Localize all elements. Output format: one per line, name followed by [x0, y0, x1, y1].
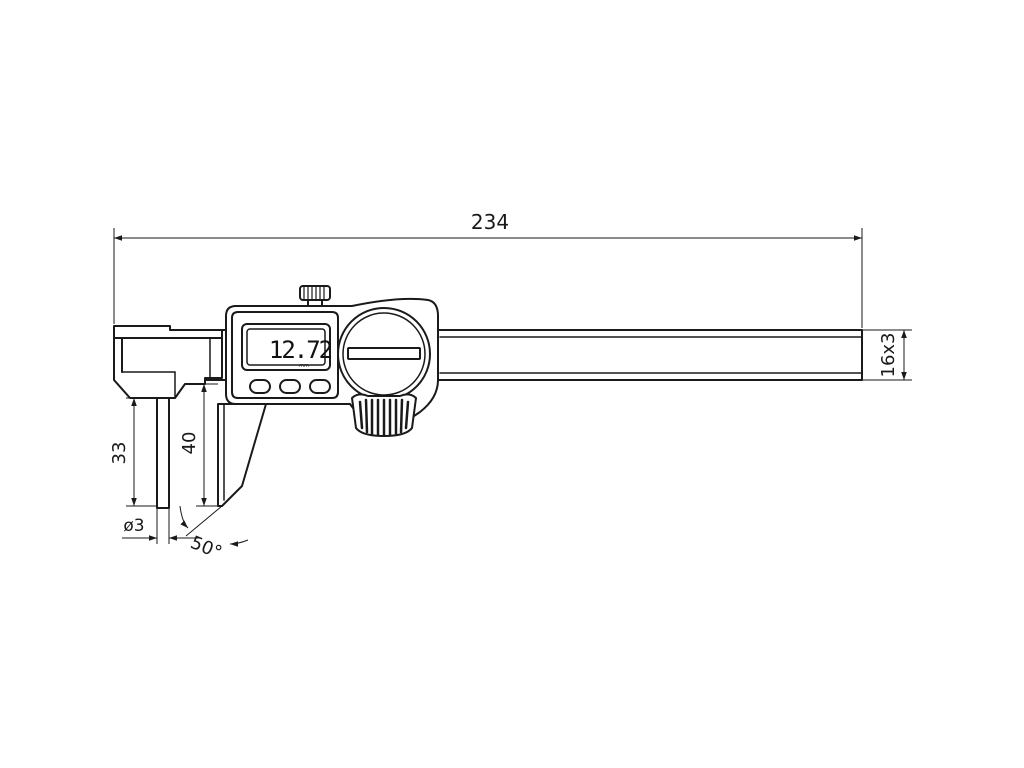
dim-beam-section-label: 16x3: [878, 332, 899, 377]
dim-fixed-jaw-lines: [126, 397, 156, 507]
dim-moving-jaw-label: 40: [179, 432, 200, 455]
dim-tip-diameter-label: ø3: [123, 516, 144, 536]
function-button-left[interactable]: [249, 379, 271, 394]
dim-fixed-jaw-label: 33: [109, 442, 130, 465]
thumb-wheel-icon[interactable]: [351, 393, 417, 437]
dim-overall-length-label: 234: [471, 210, 509, 234]
lcd-display: [241, 323, 331, 371]
function-button-center[interactable]: [279, 379, 301, 394]
round-dial-icon[interactable]: [337, 307, 431, 401]
fixed-jaw-pin: [156, 397, 170, 509]
lcd-unit: mm: [299, 363, 309, 369]
dim-moving-jaw-lines: [196, 383, 218, 507]
dim-overall-length-lines: [113, 228, 863, 328]
dim-tip-diameter-lines: [122, 508, 200, 544]
dim-tip-angle-lines: [179, 505, 249, 547]
function-button-right[interactable]: [309, 379, 331, 394]
dim-tip-angle-label: 50°: [187, 532, 224, 563]
moving-jaw: [217, 403, 267, 507]
dim-beam-section-lines: [862, 329, 912, 381]
fixed-jaw: [113, 325, 223, 399]
locking-screw-icon: [299, 285, 331, 307]
lcd-reading: 12.72: [269, 336, 332, 364]
